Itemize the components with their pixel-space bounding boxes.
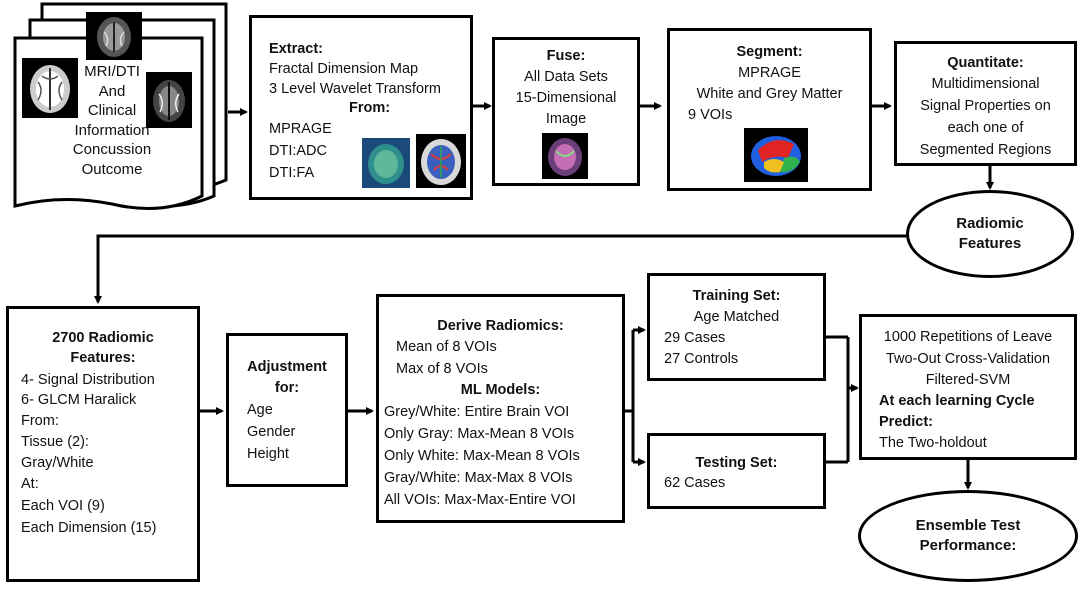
ml-model-5: All VOIs: Max-Max-Entire VOI [384, 492, 576, 508]
features-title-line2: Features: [70, 350, 136, 366]
features-line-from: From: [21, 413, 59, 429]
adc-map-thumbnail [362, 138, 410, 188]
fuse-line1: All Data Sets [524, 69, 608, 85]
features-title-line1: 2700 Radiomic [52, 330, 154, 346]
derive-mean: Mean of 8 VOIs [396, 339, 497, 355]
repetitions-bold2: Predict: [879, 414, 933, 430]
ensemble-line2: Performance: [919, 537, 1017, 554]
training-controls: 27 Controls [664, 351, 739, 367]
testing-title: Testing Set: [695, 455, 778, 471]
testing-cases: 62 Cases [664, 475, 726, 491]
extract-box: Extract: Fractal Dimension Map 3 Level W… [249, 15, 473, 200]
segment-box: Segment: MPRAGE White and Grey Matter 9 … [667, 28, 872, 191]
repetitions-line1: 1000 Repetitions of Leave [883, 329, 1053, 345]
features-line-voi: Each VOI (9) [21, 498, 105, 514]
ml-model-2: Only Gray: Max-Mean 8 VOIs [384, 426, 575, 442]
extract-title: Extract: [269, 41, 323, 57]
input-stack: MRI/DTI And Clinical Information Concuss… [12, 0, 232, 218]
repetitions-last: The Two-holdout [879, 435, 987, 451]
repetitions-line3: Filtered-SVM [925, 372, 1011, 388]
training-age-matched: Age Matched [693, 309, 780, 325]
arrow-radiomic-to-features [94, 234, 910, 304]
adjustment-box: Adjustment for: Age Gender Height [226, 333, 348, 487]
input-text: MRI/DTI And Clinical Information Concuss… [72, 63, 152, 178]
derive-title: Derive Radiomics: [437, 318, 564, 334]
extract-source-adc: DTI:ADC [269, 143, 327, 159]
adjustment-gender: Gender [247, 424, 296, 440]
segmented-brain-thumbnail [744, 128, 808, 182]
ml-model-1: Grey/White: Entire Brain VOI [384, 404, 570, 420]
extract-from-title: From: [349, 100, 391, 116]
quantitate-title: Quantitate: [947, 55, 1024, 71]
fused-image-thumbnail [542, 133, 588, 179]
fa-map-thumbnail [416, 134, 466, 188]
repetitions-bold1: At each learning Cycle [879, 393, 1035, 409]
fuse-box: Fuse: All Data Sets 15-Dimensional Image [492, 37, 640, 186]
features-2700-box: 2700 Radiomic Features: 4- Signal Distri… [6, 306, 200, 582]
fuse-title: Fuse: [546, 48, 586, 64]
derive-radiomics-box: Derive Radiomics: Mean of 8 VOIs Max of … [376, 294, 625, 523]
adjustment-age: Age [247, 402, 273, 418]
features-line-at: At: [21, 476, 39, 492]
radiomic-features-line2: Features [958, 235, 1022, 252]
mri-thumbnail-right [146, 72, 192, 128]
quantitate-line2: Signal Properties on [920, 98, 1051, 114]
training-set-box: Training Set: Age Matched 29 Cases 27 Co… [647, 273, 826, 381]
quantitate-line4: Segmented Regions [919, 142, 1052, 158]
segment-line1: MPRAGE [738, 65, 801, 81]
segment-title: Segment: [736, 44, 803, 60]
adjustment-title-line2: for: [274, 380, 300, 396]
adjustment-height: Height [247, 446, 289, 462]
training-title: Training Set: [692, 288, 781, 304]
quantitate-line3: each one of [947, 120, 1024, 136]
features-line-tissue: Tissue (2): [21, 434, 89, 450]
extract-source-fa: DTI:FA [269, 165, 315, 181]
ml-model-4: Gray/White: Max-Max 8 VOIs [384, 470, 573, 486]
fuse-line2: 15-Dimensional [515, 90, 617, 106]
segment-line2: White and Grey Matter [696, 86, 843, 102]
quantitate-line1: Multidimensional [931, 76, 1040, 92]
features-line-graywhite: Gray/White [21, 455, 94, 471]
extract-line2: 3 Level Wavelet Transform [269, 81, 441, 97]
ensemble-performance-node: Ensemble Test Performance: [858, 490, 1078, 582]
features-line-dimension: Each Dimension (15) [21, 520, 157, 536]
features-line-glcm: 6- GLCM Haralick [21, 392, 137, 408]
training-cases: 29 Cases [664, 330, 726, 346]
segment-line3: 9 VOIs [688, 107, 733, 123]
repetitions-line2: Two-Out Cross-Validation [885, 351, 1051, 367]
quantitate-box: Quantitate: Multidimensional Signal Prop… [894, 41, 1077, 166]
ensemble-line1: Ensemble Test [915, 517, 1021, 534]
repetitions-box: 1000 Repetitions of Leave Two-Out Cross-… [859, 314, 1077, 460]
adjustment-title-line1: Adjustment [247, 359, 327, 375]
extract-source-mprage: MPRAGE [269, 121, 332, 137]
derive-max: Max of 8 VOIs [396, 361, 488, 377]
ml-models-title: ML Models: [460, 382, 541, 398]
radiomic-features-node: Radiomic Features [906, 190, 1074, 278]
features-line-signal: 4- Signal Distribution [21, 372, 155, 388]
testing-set-box: Testing Set: 62 Cases [647, 433, 826, 509]
radiomic-features-line1: Radiomic [956, 215, 1024, 232]
fuse-line3: Image [545, 111, 587, 127]
extract-line1: Fractal Dimension Map [269, 61, 419, 77]
ml-model-3: Only White: Max-Mean 8 VOIs [384, 448, 580, 464]
mri-thumbnail-left [22, 58, 78, 118]
mri-thumbnail-top [86, 12, 142, 60]
